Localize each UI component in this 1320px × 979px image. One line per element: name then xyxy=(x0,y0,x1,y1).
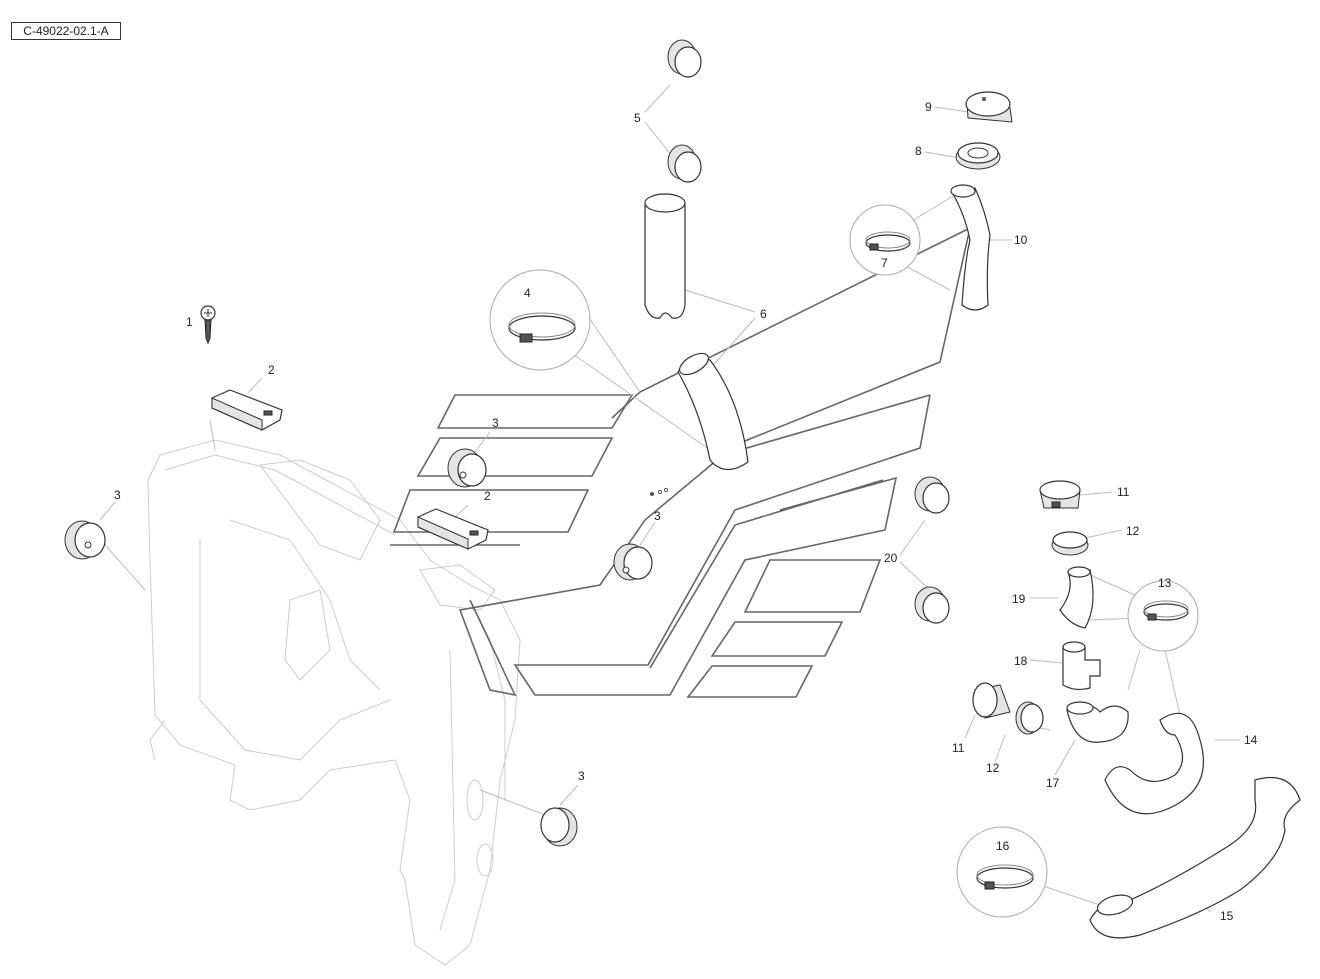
grommet-12-lower xyxy=(1015,701,1044,735)
elbow-17 xyxy=(1066,701,1129,743)
grommet-20-lower xyxy=(914,586,950,624)
grommet-5-lower xyxy=(667,144,702,183)
plug-left xyxy=(64,520,106,560)
callout-14: 14 xyxy=(1244,733,1258,747)
callout-8: 8 xyxy=(915,144,922,158)
hose-19 xyxy=(1059,566,1094,629)
callout-6: 6 xyxy=(760,307,767,321)
callout-18: 18 xyxy=(1014,654,1028,668)
clamp-detail-7 xyxy=(849,204,921,276)
callout-10: 10 xyxy=(1014,233,1028,247)
hose-15 xyxy=(1089,776,1301,939)
clamp-detail-13 xyxy=(1127,580,1199,652)
console-housing xyxy=(147,439,521,966)
callout-3-left: 3 xyxy=(114,488,121,502)
callout-13: 13 xyxy=(1158,576,1172,590)
callout-9: 9 xyxy=(925,100,932,114)
plug-bottom xyxy=(540,807,578,847)
cap-9 xyxy=(965,91,1013,123)
callout-15: 15 xyxy=(1220,909,1234,923)
plug-right xyxy=(613,543,653,581)
callout-17: 17 xyxy=(1046,776,1060,790)
callout-11-lower: 11 xyxy=(952,741,965,755)
cover-plate-upper xyxy=(211,389,283,431)
callout-2-lower: 2 xyxy=(484,489,491,503)
callout-16: 16 xyxy=(996,839,1010,853)
screw-part xyxy=(200,305,216,345)
clamp-detail-16 xyxy=(956,826,1048,918)
callout-labels: 1 2 2 3 3 3 3 4 5 6 7 8 9 10 11 11 12 12… xyxy=(114,100,1258,923)
callout-2-upper: 2 xyxy=(268,363,275,377)
callout-3-center: 3 xyxy=(492,416,499,430)
callout-12-upper: 12 xyxy=(1126,524,1140,538)
callout-19: 19 xyxy=(1012,592,1026,606)
leader-lines xyxy=(91,84,1240,913)
callout-11-upper: 11 xyxy=(1117,485,1130,499)
cap-11-lower xyxy=(972,682,1011,719)
callout-3-bottom: 3 xyxy=(578,769,585,783)
callout-7: 7 xyxy=(881,256,888,270)
hose-10 xyxy=(950,184,991,311)
callout-1: 1 xyxy=(186,315,193,329)
callout-3-right: 3 xyxy=(654,509,661,523)
cap-11-upper xyxy=(1039,480,1081,509)
grommet-20-upper xyxy=(914,476,950,514)
clamp-detail-4 xyxy=(489,269,591,371)
small-fasteners xyxy=(650,487,669,496)
grommet-8 xyxy=(955,142,1001,170)
grommet-12-upper xyxy=(1051,531,1089,556)
callout-20: 20 xyxy=(884,551,898,565)
diagram-reference-label: C-49022-02.1-A xyxy=(11,22,121,40)
callout-4: 4 xyxy=(524,286,531,300)
callout-12-lower: 12 xyxy=(986,761,1000,775)
hose-6-straight xyxy=(644,193,686,319)
callout-5: 5 xyxy=(634,111,641,125)
plug-center xyxy=(447,448,487,488)
hose-6-bent xyxy=(677,352,749,471)
cover-plate-lower xyxy=(417,508,489,550)
tee-18 xyxy=(1062,641,1101,691)
grommet-5-upper xyxy=(667,39,702,78)
hose-14 xyxy=(1104,712,1204,815)
